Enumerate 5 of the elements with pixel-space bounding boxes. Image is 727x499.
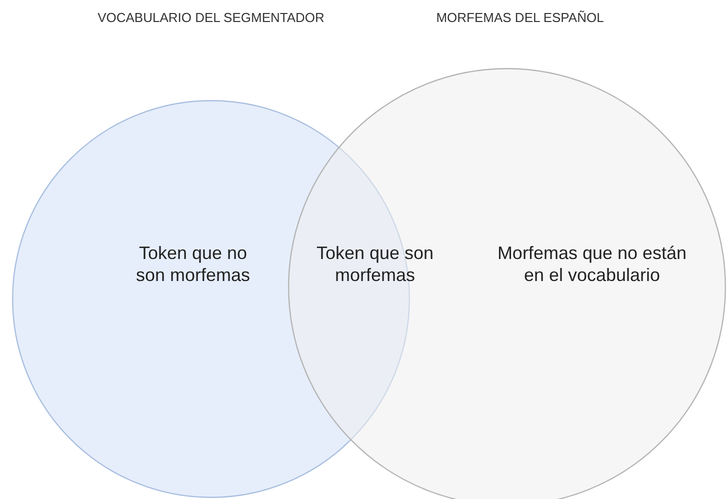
region-label: Token que no son morfemas xyxy=(134,242,252,286)
set-heading: VOCABULARIO DEL SEGMENTADOR xyxy=(98,10,324,25)
region-label: Token que son morfemas xyxy=(315,242,435,286)
region-label: Morfemas que no están en el vocabulario xyxy=(496,242,688,286)
set-heading: MORFEMAS DEL ESPAÑOL xyxy=(436,10,604,25)
